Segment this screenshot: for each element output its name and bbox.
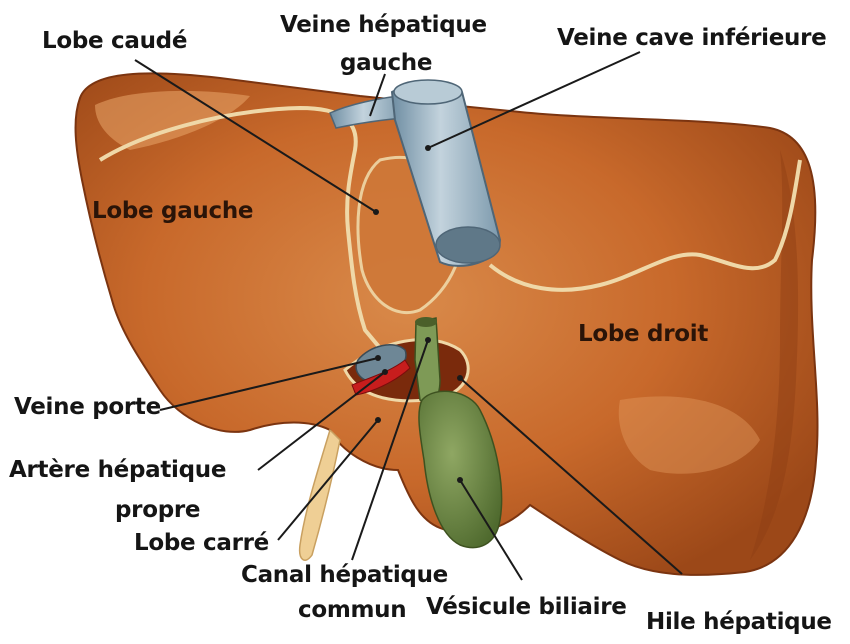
label-lobe-droit: Lobe droit <box>578 323 708 346</box>
label-canal-hepatique-line2: commun <box>298 599 406 622</box>
round-ligament <box>300 430 340 560</box>
label-veine-hepatique-gauche-line1: Veine hépatique <box>280 14 487 37</box>
label-artere-hepatique-line2: propre <box>115 499 200 522</box>
label-lobe-gauche: Lobe gauche <box>92 200 253 223</box>
label-lobe-carre: Lobe carré <box>134 532 269 555</box>
label-vesicule-biliaire: Vésicule biliaire <box>426 596 627 619</box>
vena-cava-lumen-top <box>394 80 462 104</box>
label-veine-cave-inferieure: Veine cave inférieure <box>557 27 826 50</box>
duct-opening <box>415 317 437 327</box>
label-veine-hepatique-gauche-line2: gauche <box>340 52 432 75</box>
label-veine-porte: Veine porte <box>14 396 161 419</box>
common-hepatic-duct <box>415 318 440 404</box>
label-lobe-caude: Lobe caudé <box>42 30 187 53</box>
vena-cava-lumen-bottom <box>436 227 500 263</box>
label-hile-hepatique: Hile hépatique <box>646 611 832 634</box>
label-canal-hepatique-line1: Canal hépatique <box>241 564 448 587</box>
label-artere-hepatique-line1: Artère hépatique <box>9 459 226 482</box>
